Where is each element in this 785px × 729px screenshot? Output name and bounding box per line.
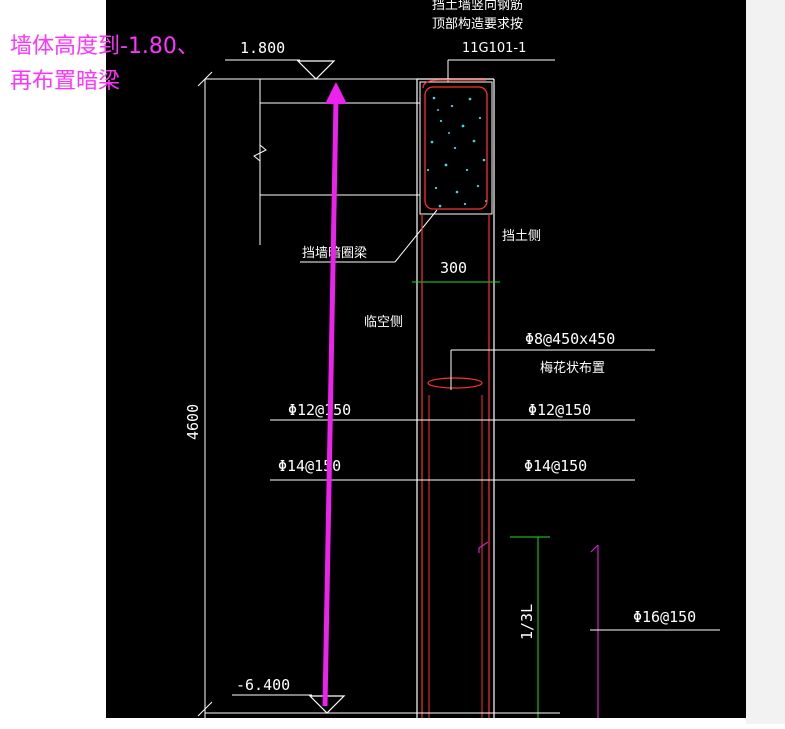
tie-layout-label: 梅花状布置 bbox=[540, 360, 605, 376]
height-arrow-shaft bbox=[322, 99, 339, 707]
open-side-label: 临空侧 bbox=[364, 315, 403, 330]
wall-height-label: 4600 bbox=[184, 404, 202, 440]
dim-tick-top bbox=[197, 71, 213, 87]
top-note-line2: 顶部构造要求按 bbox=[432, 17, 523, 32]
tie-bar bbox=[427, 377, 483, 389]
right-vertical-bar-label: Φ12@150 bbox=[528, 401, 591, 419]
annotation-line2: 再布置暗梁 bbox=[10, 69, 120, 94]
right-horizontal-bar-label: Φ14@150 bbox=[524, 457, 587, 475]
top-elevation-label: 1.800 bbox=[240, 39, 285, 57]
anchor-length-label: 1/3L bbox=[518, 604, 536, 640]
dim-tick-bottom bbox=[197, 701, 213, 717]
footing-bar-label: Φ16@150 bbox=[633, 608, 696, 626]
left-vertical-bar-label: Φ12@150 bbox=[288, 401, 351, 419]
left-horizontal-bar-label: Φ14@150 bbox=[278, 457, 341, 475]
soil-side-label: 挡土侧 bbox=[502, 229, 541, 244]
annotation-line1: 墙体高度到-1.80、 bbox=[10, 34, 199, 59]
wall-thickness-label: 300 bbox=[440, 259, 467, 277]
bottom-elevation-label: -6.400 bbox=[236, 676, 290, 694]
beam-top-bar bbox=[422, 79, 486, 89]
beam-label-leader bbox=[394, 209, 438, 263]
right-margin bbox=[746, 0, 785, 724]
top-note-line1: 挡土墙竖向钢筋 bbox=[432, 0, 523, 13]
top-elevation-marker bbox=[296, 60, 336, 80]
beam-stirrup bbox=[424, 86, 488, 210]
footing-bar-hook bbox=[590, 544, 599, 553]
top-note-line3: 11G101-1 bbox=[462, 41, 526, 56]
footing-bar-hook-left bbox=[478, 541, 489, 553]
height-arrow-head bbox=[325, 82, 347, 104]
break-symbol bbox=[253, 144, 267, 162]
tie-bar-label: Φ8@450x450 bbox=[525, 330, 615, 348]
